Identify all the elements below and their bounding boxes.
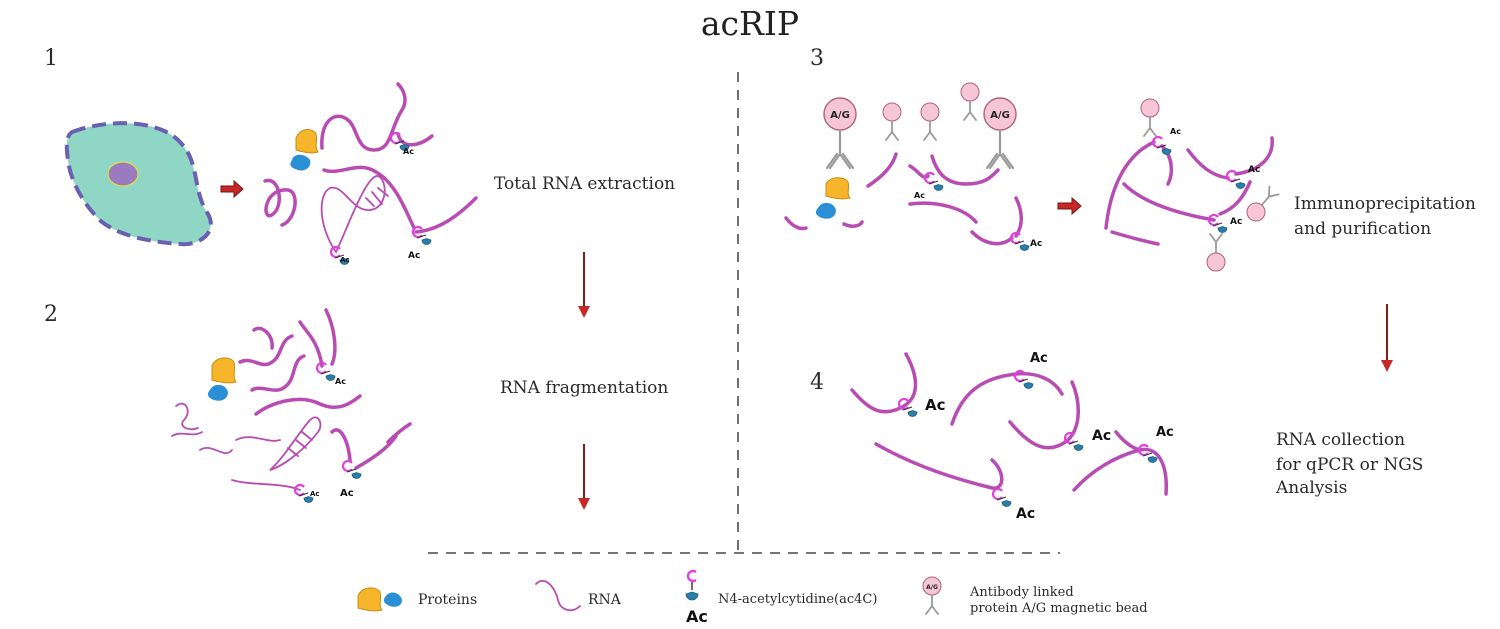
bead-label: A/G (990, 110, 1010, 121)
legend-proteins-label: Proteins (418, 592, 478, 608)
step-2-to-end-arrow (578, 444, 590, 510)
step-2-rna-fragments (171, 308, 412, 504)
step-1-to-2-arrow (578, 252, 590, 318)
legend-antibody-bead-icon (922, 576, 942, 615)
ac-label: Ac (408, 251, 420, 261)
step-4-purified-rna (850, 352, 1168, 508)
step-1-rna (263, 82, 478, 266)
ac-label: Ac (1156, 425, 1174, 440)
legend-ac4c-icon (685, 569, 699, 601)
step-1-caption: Total RNA extraction (494, 174, 676, 194)
ac-label: Ac (914, 191, 925, 200)
step-2-proteins (207, 357, 237, 401)
step-4-caption-line2: for qPCR or NGS Analysis (1276, 455, 1424, 498)
step-2-caption: RNA fragmentation (500, 378, 669, 398)
step-3-immunoprecipitated-rna (1104, 98, 1282, 272)
step-1-arrow (220, 179, 244, 199)
step-2-number: 2 (44, 302, 58, 327)
diagram-title: acRIP (700, 4, 800, 43)
step-4-caption-line1: RNA collection (1276, 430, 1406, 450)
step-3-beads (822, 82, 1018, 170)
legend-ac4c-label: N4-acetylcytidine(ac4C) (718, 592, 878, 607)
ac-label: Ac (1030, 239, 1042, 249)
ac-label: Ac (1170, 127, 1181, 136)
ac-label: Ac (340, 488, 354, 499)
ac-label: Ac (1248, 165, 1260, 175)
step-3-caption-line2: and purification (1294, 219, 1432, 239)
step-3-proteins (815, 177, 851, 219)
ac-label: Ac (1230, 217, 1242, 227)
step-3-to-4-arrow (1381, 304, 1393, 372)
ac-label: Ac (1030, 351, 1048, 366)
legend-bead-label: A/G (926, 584, 938, 591)
ac-label: Ac (1016, 506, 1035, 522)
step-3-arrow (1057, 196, 1082, 216)
legend-antibody-label-line2: protein A/G magnetic bead (970, 601, 1148, 616)
bead-label: A/G (830, 110, 850, 121)
ac-label: Ac (335, 377, 346, 386)
step-4-number: 4 (810, 370, 824, 395)
legend-rna-icon (535, 579, 581, 612)
step-1-number: 1 (44, 46, 58, 71)
ac-label: Ac (340, 256, 350, 264)
legend-ac-symbol: Ac (686, 607, 708, 626)
ac-label: Ac (925, 396, 946, 414)
cell-icon (64, 121, 213, 247)
legend-rna-label: RNA (588, 592, 621, 608)
legend-proteins-icon (357, 587, 402, 612)
step-1-proteins (290, 129, 319, 171)
step-3-rna (784, 152, 1031, 252)
legend-antibody-label-line1: Antibody linked (970, 585, 1074, 600)
ac-label: Ac (310, 490, 320, 498)
ac-label: Ac (1092, 428, 1111, 444)
step-3-number: 3 (810, 46, 824, 71)
step-3-caption-line1: Immunoprecipitation (1294, 194, 1476, 214)
ac-label: Ac (403, 147, 414, 156)
